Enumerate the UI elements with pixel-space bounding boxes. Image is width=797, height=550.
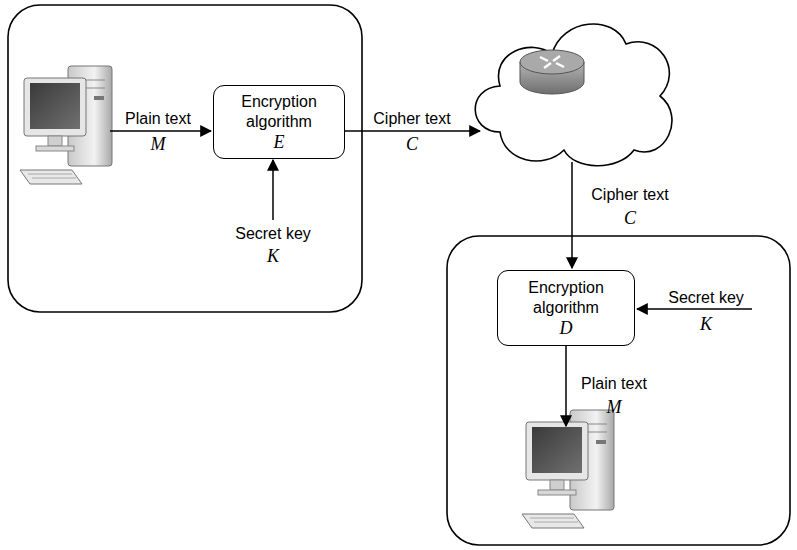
network-cloud — [475, 24, 672, 166]
box-title: Encryption algorithm — [504, 278, 628, 318]
key-arrow — [272, 160, 274, 220]
plaintext-arrow — [565, 345, 567, 426]
function-symbol: E — [274, 132, 285, 153]
sender-frame — [8, 5, 362, 312]
plaintext-arrow — [110, 130, 211, 132]
arrow-label: Plain text — [581, 374, 647, 393]
router-symbol — [520, 50, 584, 94]
variable-symbol: C — [406, 135, 418, 154]
algorithm-box: Encryption algorithmD — [497, 270, 635, 346]
ciphertext-arrow — [571, 162, 573, 268]
algorithm-box: Encryption algorithmE — [213, 85, 345, 159]
arrow-label: Cipher text — [373, 109, 450, 128]
arrow-label: Plain text — [125, 109, 191, 128]
variable-symbol: M — [151, 135, 166, 154]
variable-symbol: C — [624, 209, 636, 228]
receiver-frame — [447, 236, 790, 545]
box-title: Encryption algorithm — [220, 92, 338, 132]
variable-symbol: K — [700, 315, 712, 334]
computer-icon — [20, 66, 112, 184]
computer-icon — [522, 410, 614, 528]
variable-symbol: K — [267, 247, 279, 266]
key-arrow — [637, 308, 752, 310]
arrow-label: Cipher text — [591, 185, 668, 204]
arrow-label: Secret key — [235, 224, 311, 243]
variable-symbol: M — [607, 398, 622, 417]
ciphertext-arrow — [345, 130, 480, 132]
arrow-label: Secret key — [668, 288, 744, 307]
function-symbol: D — [560, 318, 573, 339]
